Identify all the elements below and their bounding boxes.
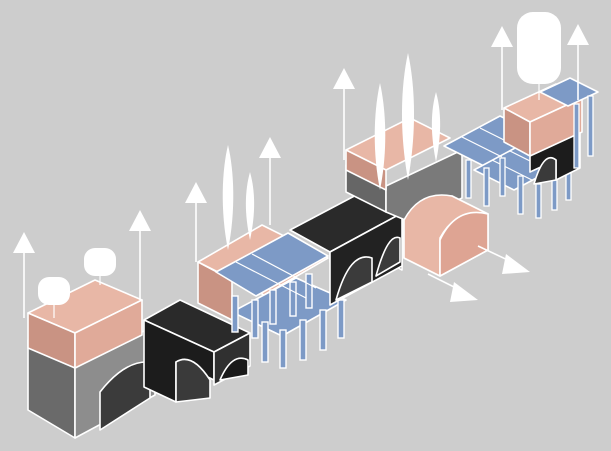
arrow-up-icon xyxy=(491,26,513,110)
tree-icon xyxy=(84,248,116,285)
cypress-tree-icon xyxy=(223,145,234,250)
arrow-up-icon xyxy=(13,232,35,318)
arrow-up-icon xyxy=(129,210,151,300)
arrow-diagonal-icon xyxy=(478,246,530,274)
arrow-up-icon xyxy=(333,68,355,160)
cypress-tree-icon xyxy=(432,92,440,162)
block-blue-frame-right xyxy=(444,12,598,218)
arrow-up-icon xyxy=(185,182,207,262)
arrow-diagonal-icon xyxy=(428,274,478,302)
arrow-up-icon xyxy=(259,137,281,225)
block-pink-arch-left xyxy=(13,210,155,438)
block-pink-vault xyxy=(404,195,530,302)
